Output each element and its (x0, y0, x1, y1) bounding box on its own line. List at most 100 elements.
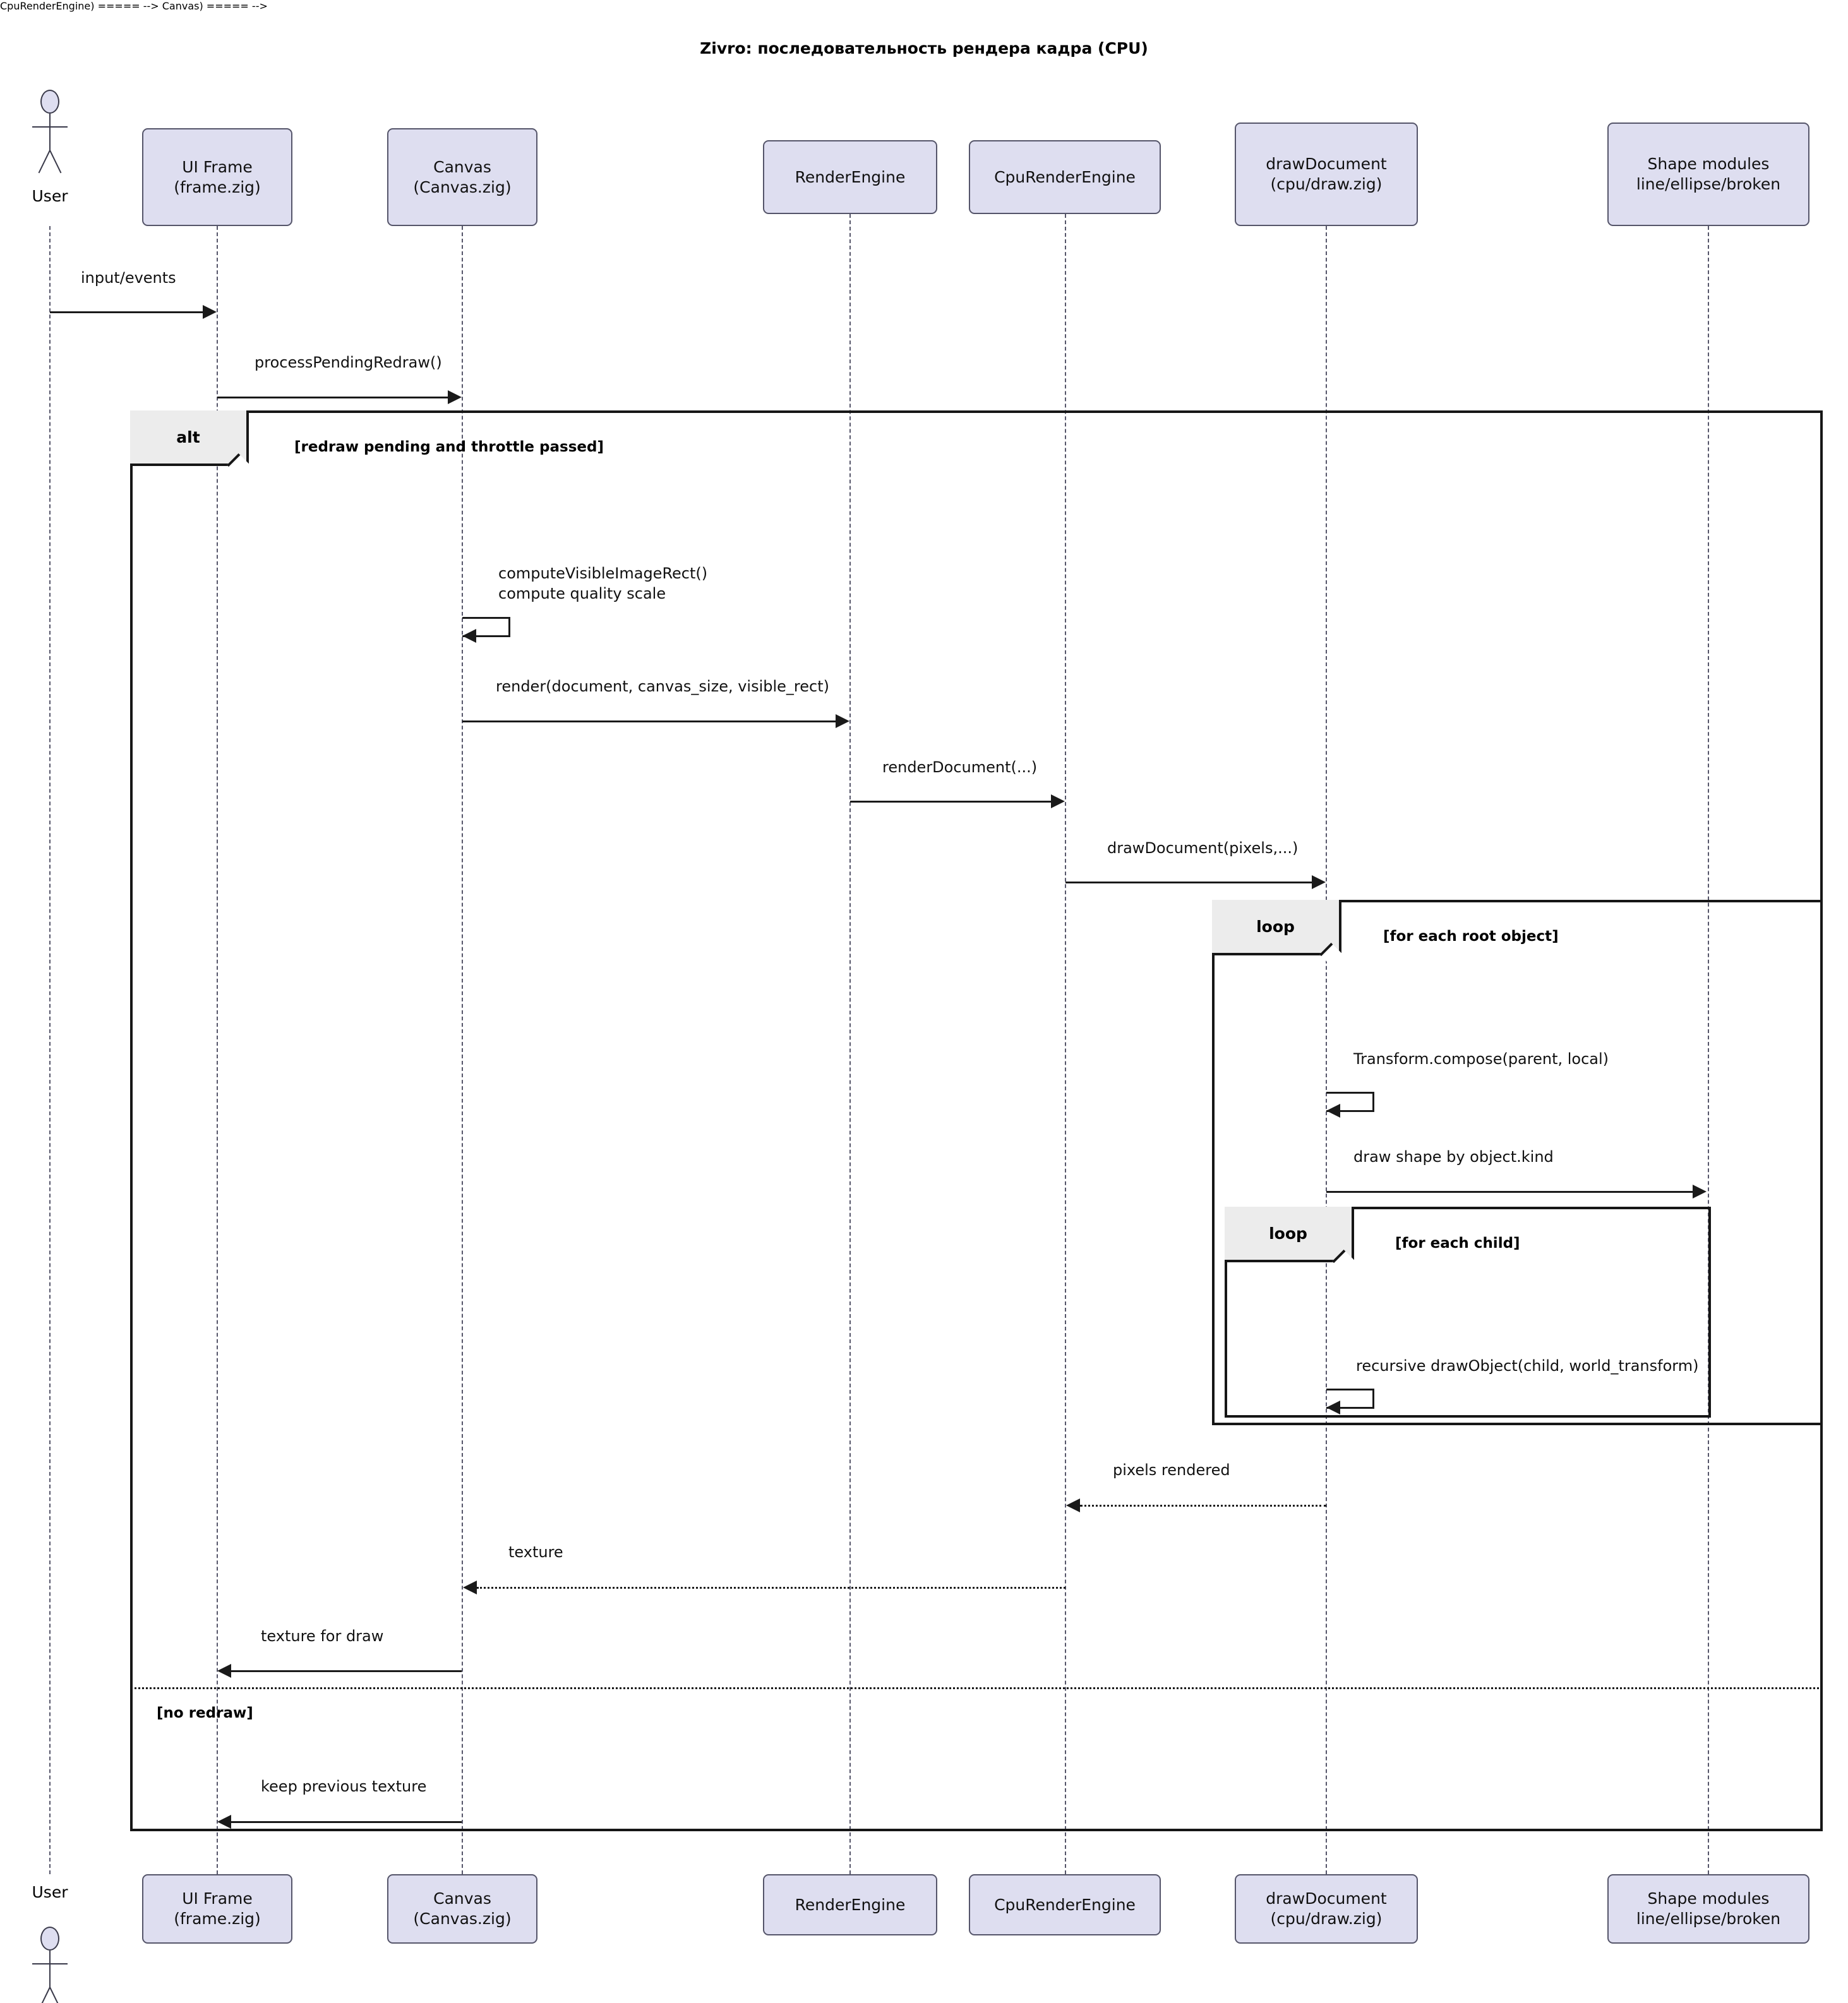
participant-canvas-line2: (Canvas.zig) (413, 177, 512, 196)
fragment-loop-root-operator-label: loop (1256, 917, 1295, 936)
actor-arms-icon (32, 126, 68, 128)
message-label-texture: texture (508, 1543, 563, 1561)
participant-canvas-line1: Canvas (433, 157, 491, 176)
fragment-loop-child-condition: [for each child] (1395, 1235, 1520, 1252)
participant-draw-document-line2: (cpu/draw.zig) (1270, 175, 1383, 193)
lifeline-shape-modules (1708, 226, 1709, 1874)
message-line-input-events (50, 311, 203, 313)
participant-canvas-top[interactable]: Canvas (Canvas.zig) (387, 128, 537, 226)
fragment-alt-operator-tab: alt (130, 410, 249, 466)
message-label-input-events: input/events (81, 269, 176, 287)
participant-render-engine-line1: RenderEngine (795, 167, 906, 186)
fragment-loop-child (1225, 1207, 1711, 1418)
message-label-recursive-draw-object: recursive drawObject(child, world_transf… (1356, 1357, 1699, 1375)
participant-render-engine-bottom[interactable]: RenderEngine (763, 1874, 937, 1935)
participant-shape-modules-bottom-line1: Shape modules (1647, 1889, 1770, 1908)
actor-leg-left-bottom-icon (38, 1987, 51, 2003)
actor-leg-right-bottom-icon (49, 1987, 62, 2003)
message-label-transform-compose: Transform.compose(parent, local) (1353, 1050, 1609, 1068)
message-arrowhead-render-document (1051, 794, 1065, 808)
participant-ui-frame-line1: UI Frame (182, 157, 253, 176)
message-arrowhead-draw-shape (1693, 1185, 1707, 1199)
participant-shape-modules-top[interactable]: Shape modules line/ellipse/broken (1607, 123, 1809, 226)
participant-ui-frame-bottom-line1: UI Frame (182, 1889, 253, 1908)
lifeline-ui-frame (217, 226, 218, 1874)
fragment-loop-child-operator-label: loop (1269, 1224, 1307, 1243)
fragment-alt-condition: [redraw pending and throttle passed] (294, 439, 604, 455)
message-line-keep-previous-texture (231, 1821, 462, 1823)
message-label-compute-visible-image-rect: computeVisibleImageRect() compute qualit… (498, 565, 708, 602)
message-line-texture (477, 1587, 1065, 1589)
message-label-pixels-rendered: pixels rendered (1113, 1461, 1230, 1479)
participant-draw-document-bottom[interactable]: drawDocument (cpu/draw.zig) (1235, 1874, 1418, 1944)
message-arrowhead-texture (463, 1581, 477, 1594)
message-line-texture-for-draw (231, 1670, 462, 1672)
participant-cpu-render-engine-bottom-line1: CpuRenderEngine (994, 1895, 1136, 1914)
message-line-draw-shape (1326, 1191, 1693, 1193)
message-label-draw-document-call: drawDocument(pixels,...) (1107, 839, 1299, 857)
message-arrowhead-compute-visible-image-rect (462, 629, 476, 643)
message-arrowhead-pixels-rendered (1066, 1498, 1080, 1512)
participant-draw-document-top[interactable]: drawDocument (cpu/draw.zig) (1235, 123, 1418, 226)
fragment-alt-operator-label: alt (176, 428, 200, 446)
actor-label-top: User (32, 187, 68, 205)
actor-body-bottom-icon (49, 1951, 51, 1987)
fragment-alt-else-condition: [no redraw] (157, 1705, 253, 1721)
message-arrowhead-recursive-draw-object (1326, 1401, 1340, 1414)
message-arrowhead-input-events (203, 305, 217, 319)
participant-render-engine-bottom-line1: RenderEngine (795, 1895, 906, 1914)
message-label-render: render(document, canvas_size, visible_re… (496, 678, 829, 695)
participant-ui-frame-bottom-line2: (frame.zig) (174, 1910, 261, 1928)
lifeline-cpu-render-engine (1065, 214, 1066, 1874)
message-selfloop-compute-visible-image-rect (462, 617, 510, 637)
message-label-draw-shape: draw shape by object.kind (1353, 1148, 1554, 1166)
participant-draw-document-line1: drawDocument (1266, 155, 1387, 173)
message-arrowhead-process-pending-redraw (448, 390, 462, 404)
message-line-process-pending-redraw (217, 397, 448, 398)
participant-canvas-bottom-line1: Canvas (433, 1889, 491, 1908)
fragment-loop-root-condition: [for each root object] (1383, 928, 1559, 945)
participant-ui-frame-line2: (frame.zig) (174, 177, 261, 196)
lifeline-draw-document (1326, 226, 1327, 1874)
message-line-render (462, 720, 836, 722)
message-label-texture-for-draw: texture for draw (261, 1627, 384, 1645)
participant-cpu-render-engine-top[interactable]: CpuRenderEngine (969, 140, 1161, 214)
participant-ui-frame-top[interactable]: UI Frame (frame.zig) (142, 128, 292, 226)
participant-shape-modules-bottom-line2: line/ellipse/broken (1636, 1910, 1781, 1928)
fragment-loop-root-object (1212, 900, 1823, 1425)
participant-shape-modules-bottom[interactable]: Shape modules line/ellipse/broken (1607, 1874, 1809, 1944)
actor-leg-left-icon (38, 150, 51, 174)
actor-leg-right-icon (49, 150, 62, 174)
fragment-alt-else-divider (130, 1687, 1823, 1689)
message-line-draw-document-call (1065, 882, 1312, 883)
actor-arms-bottom-icon (32, 1963, 68, 1964)
actor-head-icon (40, 90, 59, 114)
message-label-render-document: renderDocument(...) (882, 758, 1038, 776)
participant-canvas-bottom[interactable]: Canvas (Canvas.zig) (387, 1874, 537, 1944)
participant-draw-document-bottom-line1: drawDocument (1266, 1889, 1387, 1908)
lifeline-user (49, 226, 51, 1874)
participant-cpu-render-engine-bottom[interactable]: CpuRenderEngine (969, 1874, 1161, 1935)
participant-cpu-render-engine-line1: CpuRenderEngine (994, 167, 1136, 186)
participant-render-engine-top[interactable]: RenderEngine (763, 140, 937, 214)
actor-body-icon (49, 114, 51, 150)
diagram-title: Zivro: последовательность рендера кадра … (700, 39, 1148, 57)
message-selfloop-transform-compose (1326, 1092, 1374, 1112)
participant-canvas-bottom-line2: (Canvas.zig) (413, 1910, 512, 1928)
lifeline-render-engine (849, 214, 851, 1874)
participant-ui-frame-bottom[interactable]: UI Frame (frame.zig) (142, 1874, 292, 1944)
message-arrowhead-draw-document-call (1312, 875, 1326, 889)
message-arrowhead-render (836, 714, 849, 728)
message-arrowhead-transform-compose (1326, 1104, 1340, 1118)
message-line-pixels-rendered (1080, 1505, 1326, 1507)
message-selfloop-recursive-draw-object (1326, 1389, 1374, 1409)
message-label-keep-previous-texture: keep previous texture (261, 1778, 427, 1795)
message-line-render-document (850, 801, 1051, 803)
message-arrowhead-texture-for-draw (217, 1664, 231, 1678)
actor-label-bottom: User (32, 1883, 68, 1901)
participant-shape-modules-line2: line/ellipse/broken (1636, 175, 1781, 193)
participant-draw-document-bottom-line2: (cpu/draw.zig) (1270, 1910, 1383, 1928)
fragment-loop-child-operator-tab: loop (1225, 1207, 1354, 1262)
actor-head-bottom-icon (40, 1927, 59, 1951)
